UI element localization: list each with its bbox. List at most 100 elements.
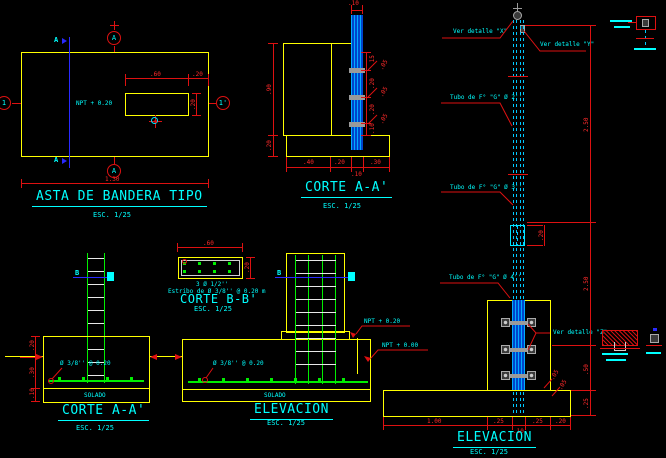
elev-right-tube2-label: Tubo de F° "G" Ø 2'' [450, 94, 523, 101]
corte-bottom-dim-mid: .30 [29, 367, 36, 378]
ground-line-mid [150, 356, 182, 357]
leader-tube4 [440, 282, 511, 299]
corte-top-dim-seg1: .15 [369, 55, 376, 66]
corte-top-ldim-t2 [268, 135, 278, 136]
elev-mid-mark-b2 [348, 272, 355, 281]
elev-right-rdim-t2 [585, 222, 596, 223]
elev-right-dim-coupling: .20 [538, 230, 545, 241]
elev-right-anchor-bar-3 [503, 374, 533, 378]
corte-top-pedestal [283, 43, 332, 136]
elev-right-dim-upper: 2.50 [583, 117, 590, 132]
elev-right-dim-b2: .25 [493, 418, 504, 425]
plan-bubble-left: 1 [0, 96, 11, 110]
elev-right-anchor-plate-3r [527, 371, 536, 380]
plan-dim-base-length: .60 [150, 71, 161, 78]
corte-b-dim-width: .60 [203, 240, 214, 247]
corte-top-pedestal-topline [331, 43, 352, 44]
elev-right-pole-line-3 [520, 20, 521, 300]
corte-bottom-ldim-t4 [31, 401, 40, 402]
corte-top-dim-seg3: .20 [369, 104, 376, 115]
plan-section-arrow-bottom [62, 158, 67, 164]
elev-right-rdim-t3 [585, 345, 596, 346]
elev-right-scale: ESC. 1/25 [470, 448, 508, 456]
thumb-z-text1 [602, 353, 628, 355]
elev-mid-rebar-note: Ø 3/8'' @ 0.20 [213, 360, 264, 367]
plan-axis-cross-h [110, 25, 119, 26]
elev-right-rdim-t1 [585, 25, 596, 26]
elev-right-pole-line-4 [523, 20, 524, 300]
leader-npt000 [370, 349, 428, 359]
corte-bottom-rebar-note: Ø 3/8'' @ 0.20 [60, 360, 111, 367]
elev-mid-footing-rebar [188, 381, 368, 383]
thumb-z-hatch [602, 330, 638, 346]
corte-b-rebar-bottom-row [183, 270, 238, 273]
corte-top-rdim-t4 [361, 123, 371, 124]
corte-b-title: CORTE B-B' [180, 292, 258, 306]
corte-top-ldim-t1 [268, 43, 278, 44]
npt-020-label: NPT + 0.20 [364, 318, 401, 325]
corte-top-bdim-t3 [351, 157, 352, 172]
elev-right-anchor-bar-2 [503, 348, 533, 352]
corte-top-bdim-t2 [330, 157, 331, 172]
plan-dim-base-height: .20 [190, 99, 197, 110]
corte-top-dim-slab-height: .20 [266, 140, 273, 151]
elev-right-rdim-ext4 [571, 390, 586, 391]
ground-arrow-3 [175, 354, 182, 360]
elev-right-bdim-t4 [525, 417, 526, 430]
thumb-y-mark [653, 328, 657, 331]
elev-right-bdim-t1 [383, 417, 384, 430]
elev-right-footing [383, 390, 571, 417]
corte-top-poledim-tick1 [351, 5, 352, 14]
corte-top-coupling-1 [349, 68, 365, 73]
elev-right-dim-footing: .25 [583, 398, 590, 409]
thumb-x-leader [628, 22, 636, 23]
thumb-x-text1 [610, 20, 632, 22]
thumb-z-dim [600, 348, 640, 349]
corte-top-ldim-line1 [273, 43, 274, 135]
elev-right-anchor-plate-3l [501, 371, 510, 380]
corte-bottom-solado-band [43, 388, 150, 403]
thumb-y-part [650, 334, 659, 343]
corte-b-dimtop-t2 [242, 243, 243, 252]
thumb-x-caption [634, 48, 656, 50]
thumb-z-text2 [606, 359, 626, 361]
elev-right-dim-b3: .10 [513, 428, 524, 435]
elev-right-pole-below-1 [513, 392, 514, 414]
corte-bottom-solado-label: SOLADO [84, 392, 106, 399]
elev-right-title: ELEVACION [453, 430, 536, 448]
thumb-y-text [646, 352, 661, 354]
npt-yellow-edge [357, 338, 358, 374]
elev-right-rdim-t4 [585, 390, 596, 391]
ground-line-left-red [20, 357, 34, 358]
elev-right-dim-buried: .50 [583, 364, 590, 375]
corte-top-pole [351, 15, 363, 150]
plan-dim-top-tick1 [125, 74, 126, 86]
corte-top-bdim-line [286, 167, 390, 168]
corte-top-dim-seg2: .20 [369, 78, 376, 89]
elev-right-tube3-label: Tubo de F° "G" Ø 3'' [450, 184, 523, 191]
corte-b-stirrup-note: Estribo de Ø 3/8'' @ 0.20 m [168, 288, 266, 295]
npt-000-label: NPT + 0.00 [382, 342, 419, 349]
corte-b-dimtop-t1 [177, 243, 178, 252]
elev-mid-solado-band [182, 389, 371, 402]
plan-section-line [69, 37, 70, 168]
elev-mid-rebar-1 [295, 255, 296, 384]
corte-b-stirrup [181, 260, 240, 276]
plan-title: ASTA DE BANDERA TIPO [32, 189, 207, 207]
elev-right-pole-below-2 [516, 392, 517, 414]
ground-arrow-2 [150, 354, 157, 360]
plan-bubble-top-stub [114, 46, 115, 52]
elev-right-pole-below-3 [520, 392, 521, 414]
plan-bubble-right: 1' [216, 96, 230, 110]
elev-right-coupling-hatch [517, 226, 518, 245]
corte-b-bars-note: 3 Ø 1/2'' [196, 281, 229, 288]
corte-top-bdim-t1 [286, 157, 287, 172]
corte-top-scale: ESC. 1/25 [323, 202, 361, 210]
corte-b-dimtop-line [177, 247, 243, 248]
corte-bottom-ldim-t3 [31, 388, 40, 389]
plan-dim-top-line [125, 78, 209, 79]
elev-right-anchor-plate-2l [501, 345, 510, 354]
elev-right-tube4-label: Tubo de F° "G" Ø 4'' [449, 274, 522, 281]
elev-right-pole-below-4 [523, 392, 524, 414]
